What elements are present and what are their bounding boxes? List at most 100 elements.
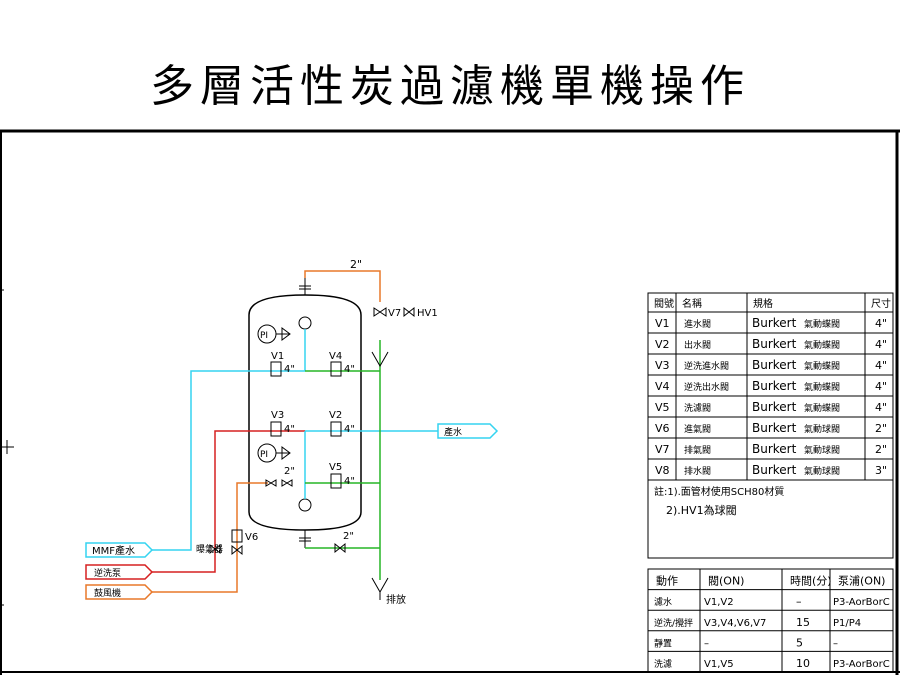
- valve-size-cell: 4": [875, 317, 887, 330]
- valve-v3[interactable]: V3 4": [270, 410, 295, 437]
- svg-text:4": 4": [284, 364, 295, 375]
- valve-v2[interactable]: V2 4": [329, 410, 355, 437]
- valve-brand-cell: Burkert: [752, 421, 797, 435]
- inlet-tag-backwash: 逆洗泵: [85, 564, 154, 580]
- svg-text:鼓風機: 鼓風機: [94, 587, 121, 599]
- valve-v6[interactable]: V6: [231, 529, 258, 556]
- valve-name-cell: 出水閥: [684, 339, 711, 351]
- valve-id-cell: V2: [655, 338, 670, 351]
- bottom-distributor: [298, 498, 312, 512]
- valve-type-cell: 氣動蝶閥: [804, 360, 840, 372]
- svg-text:曝氣器: 曝氣器: [196, 543, 223, 555]
- op-pump-cell: –: [833, 638, 838, 649]
- svg-text:4": 4": [344, 476, 355, 487]
- v7-label: V7: [388, 308, 401, 319]
- pressure-indicator-top: PI: [257, 324, 291, 344]
- valve-name-cell: 洗濾閥: [684, 402, 711, 414]
- valve-size-cell: 3": [875, 464, 887, 477]
- valve-v5[interactable]: V5 4": [329, 462, 355, 489]
- valve-name-cell: 逆洗出水閥: [684, 381, 729, 393]
- valve-id-cell: V7: [655, 443, 670, 456]
- vessel-bottom-nozzle: [299, 530, 311, 548]
- op-header-cell: 時間(分): [790, 575, 832, 588]
- water-lines: [145, 329, 438, 551]
- valve-brand-cell: Burkert: [752, 379, 797, 393]
- drain-label: 排放: [386, 593, 406, 606]
- svg-text:產水: 產水: [444, 426, 462, 438]
- svg-text:V2: V2: [329, 410, 342, 421]
- valve-v4[interactable]: V4 4": [329, 351, 355, 377]
- svg-text:MMF產水: MMF產水: [92, 544, 135, 557]
- valve-size-cell: 4": [875, 338, 887, 351]
- top-distributor: [298, 316, 312, 330]
- valve-id-cell: V4: [655, 380, 670, 393]
- filter-vessel: [248, 294, 362, 531]
- valve-type-cell: 氣動球閥: [804, 465, 840, 477]
- op-pump-cell: P3-AorBorC: [833, 659, 890, 670]
- valve-name-cell: 進水閥: [684, 318, 711, 330]
- valve-id-cell: V3: [655, 359, 670, 372]
- op-valves-cell: V1,V2: [704, 597, 734, 608]
- pressure-indicator-mid: PI: [257, 443, 291, 463]
- valve-table-border: [647, 292, 894, 559]
- valve-v1[interactable]: V1 4": [270, 351, 295, 377]
- drain-arrow-icon: [371, 351, 389, 600]
- inlet-tag-air: 鼓風機: [85, 584, 154, 600]
- valve-size-cell: 2": [875, 422, 887, 435]
- svg-text:PI: PI: [260, 331, 268, 341]
- hv1-valve-icon: [403, 306, 415, 318]
- air-line: [145, 270, 381, 593]
- drawing-frame: [0, 129, 900, 675]
- valve-brand-cell: Burkert: [752, 316, 797, 330]
- valve-type-cell: 氣動蝶閥: [804, 381, 840, 393]
- svg-text:PI: PI: [260, 450, 268, 460]
- op-valves-cell: –: [704, 638, 709, 649]
- valve-size-cell: 4": [875, 401, 887, 414]
- op-pump-cell: P1/P4: [833, 618, 861, 629]
- bottom-drain-valve[interactable]: 2": [334, 531, 354, 554]
- mixer-icon: 曝氣器: [196, 543, 223, 555]
- air-distribution-valves: 2": [265, 466, 295, 487]
- vessel-top-nozzle: [299, 278, 311, 295]
- valve-brand-cell: Burkert: [752, 358, 797, 372]
- valve-type-cell: 氣動蝶閥: [804, 402, 840, 414]
- svg-text:4": 4": [344, 364, 355, 375]
- svg-text:4": 4": [344, 424, 355, 435]
- svg-text:2": 2": [343, 531, 354, 542]
- drain-lines: [305, 340, 381, 580]
- backwash-inlet-line: [145, 430, 305, 573]
- valve-type-cell: 氣動蝶閥: [804, 318, 840, 330]
- valve-name-cell: 進氣閥: [684, 423, 711, 435]
- valve-name-cell: 排水閥: [684, 465, 711, 477]
- valve-id-cell: V1: [655, 317, 670, 330]
- op-action-cell: 逆洗/攪拌: [654, 617, 693, 629]
- valve-id-cell: V6: [655, 422, 670, 435]
- table-note-1: 註:1).面管材使用SCH80材質: [654, 485, 784, 498]
- valve-id-cell: V5: [655, 401, 670, 414]
- valve-type-cell: 氣動蝶閥: [804, 339, 840, 351]
- valve-name-cell: 排氣閥: [684, 444, 711, 456]
- valve-brand-cell: Burkert: [752, 337, 797, 351]
- op-action-cell: 濾水: [654, 596, 672, 608]
- outlet-tag-water: 產水: [437, 423, 499, 439]
- valve-name-cell: 逆洗進水閥: [684, 360, 729, 372]
- svg-text:V5: V5: [329, 462, 342, 473]
- op-time-cell: 5: [796, 636, 803, 649]
- valve-size-cell: 4": [875, 359, 887, 372]
- op-action-cell: 洗濾: [654, 658, 672, 670]
- v7-valve-icon: [373, 307, 387, 317]
- svg-text:V6: V6: [245, 532, 258, 543]
- op-time-cell: –: [796, 595, 802, 608]
- inlet-tag-mmf: MMF產水: [85, 542, 154, 558]
- table-note-2: 2).HV1為球閥: [666, 503, 737, 517]
- op-valves-cell: V1,V5: [704, 659, 734, 670]
- op-pump-cell: P3-AorBorC: [833, 597, 890, 608]
- valve-id-cell: V8: [655, 464, 670, 477]
- svg-text:逆洗泵: 逆洗泵: [94, 567, 121, 579]
- valve-type-cell: 氣動球閥: [804, 423, 840, 435]
- valve-size-cell: 4": [875, 380, 887, 393]
- valve-brand-cell: Burkert: [752, 442, 797, 456]
- svg-text:V3: V3: [271, 410, 284, 421]
